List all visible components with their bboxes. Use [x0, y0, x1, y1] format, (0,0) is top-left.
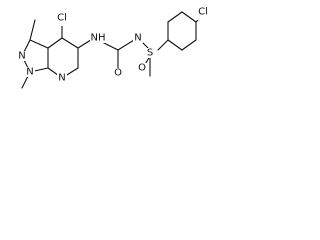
n-pyrazole-1-bg	[25, 67, 35, 77]
n-pyrazole-2-bg	[17, 51, 27, 61]
n-sulfoximine-bg	[133, 33, 143, 43]
bond-nh-carbonyl	[101, 41, 119, 51]
bond-c4-c3a	[47, 37, 63, 49]
bond-s-phenyl	[157, 39, 169, 51]
s-sulfoximine-label: S	[147, 48, 153, 59]
n-sulfoximine-label: N	[134, 33, 141, 44]
o-sulfoximine-bg	[137, 63, 147, 73]
nh-amide-bg	[90, 33, 106, 43]
n-pyridine-bg	[57, 73, 67, 83]
n-pyrazole-2-label: N	[18, 51, 25, 62]
bond-ph-3	[181, 11, 197, 23]
s-sulfoximine-bg	[145, 48, 155, 58]
n-pyridine-label: N	[58, 73, 65, 84]
bond-ph-2	[167, 11, 183, 23]
bond-ph-5	[181, 39, 197, 51]
cl-phenyl-bg	[197, 8, 209, 20]
atom-layer: Cl N N N NH O N S O Cl	[17, 7, 209, 84]
n-pyrazole-1-label: N	[26, 67, 33, 78]
o-sulfoximine-label: O	[138, 63, 146, 74]
bond-c3a-c3	[29, 39, 49, 49]
bond-c3-methyl	[29, 19, 36, 41]
cl-pyrazolopyridine-bg	[56, 14, 70, 26]
molecule-diagram: Cl N N N NH O N S O Cl	[17, 7, 209, 89]
nh-amide-label: NH	[91, 33, 106, 44]
cl-pyrazolopyridine-label: Cl	[57, 13, 67, 24]
o-carbonyl-bg	[113, 68, 123, 78]
bond-carbonyl-n	[117, 39, 135, 51]
cl-phenyl-label: Cl	[198, 7, 208, 18]
bond-ph-6	[167, 39, 183, 51]
bond-c4-c5	[61, 37, 79, 49]
o-carbonyl-label: O	[114, 68, 122, 79]
